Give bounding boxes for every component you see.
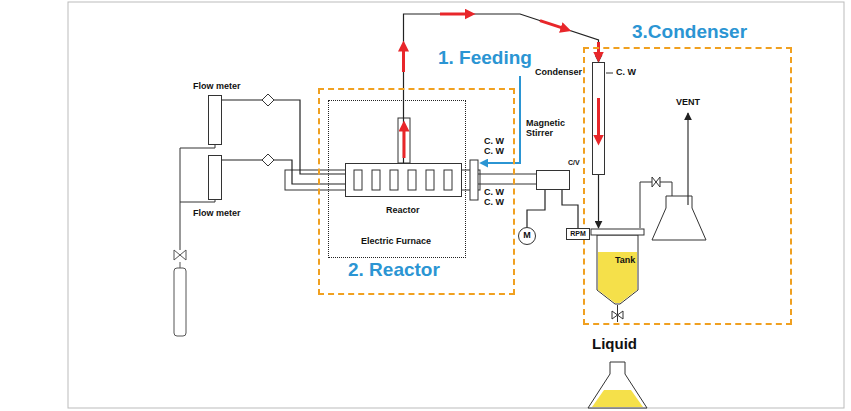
node-label: Magnetic Stirrer (526, 119, 574, 139)
reactor-window (408, 170, 416, 190)
gas-cylinder (180, 262, 181, 268)
reactor-body (346, 164, 463, 198)
vent-flask (652, 196, 706, 240)
reactor-window (390, 170, 398, 190)
vent-arrow (687, 113, 688, 205)
callout-label: C. W (484, 147, 504, 157)
pipe-line (562, 190, 578, 228)
liquid-flask (588, 362, 647, 408)
flow-arrow (597, 98, 600, 140)
tank-vessel (590, 228, 645, 305)
flow-arrow (597, 42, 600, 57)
gas-cylinder (174, 268, 186, 336)
tank-outlet (617, 305, 618, 322)
node-label: Condenser (535, 68, 582, 78)
node-label: 2. Reactor (348, 260, 440, 281)
tank-outlet (617, 305, 618, 322)
reactor-tube (478, 184, 536, 185)
flow-arrow (402, 46, 405, 72)
node-label: Flow meter (193, 82, 241, 92)
gas-cylinder (174, 250, 186, 260)
callout-label: 1. Feeding (438, 48, 532, 69)
node-label: Electric Furnace (361, 237, 431, 247)
liquid-flask (588, 362, 647, 408)
tank-liquid (598, 252, 637, 303)
leader-line (606, 73, 613, 74)
tank-lid (591, 229, 644, 235)
flow-arrow (403, 126, 406, 158)
reactor-tube (285, 160, 536, 200)
flow-arrow (540, 21, 566, 30)
flow-meter: Flow meter (208, 95, 222, 145)
vent-flask (652, 196, 706, 240)
page-frame (68, 2, 844, 408)
reactor-tube (478, 174, 536, 175)
flow-arrow (440, 13, 470, 16)
pipe-line (598, 175, 599, 228)
page-frame (68, 2, 844, 408)
node-label: Tank (615, 256, 635, 266)
gas-cylinder (174, 250, 186, 336)
pipe-line (527, 190, 545, 227)
vent-arrow (687, 113, 688, 205)
furnace-box: Electric Furnace Reactor (328, 100, 466, 258)
callout-label: C. W (484, 198, 504, 208)
process-zone: 3.CondenserCondenserTank (583, 47, 792, 325)
node-label: Reactor (386, 206, 420, 216)
reactor-window (444, 170, 452, 190)
pipe-line (222, 100, 345, 174)
valve (612, 311, 623, 319)
callout-label: VENT (676, 98, 700, 108)
check-valve (262, 94, 274, 166)
flow-meter: Flow meter (208, 155, 222, 200)
callout-label: C/V (568, 159, 580, 167)
valve (652, 177, 660, 187)
stirrer-box: Magnetic Stirrer (536, 170, 570, 190)
reactor-window (372, 170, 380, 190)
flow-arrow (404, 14, 599, 158)
motor-symbol: M (518, 227, 536, 245)
leader-line (606, 73, 613, 74)
callout-label: Liquid (592, 336, 637, 353)
tank-vessel: Tank (590, 228, 645, 305)
check-valve (262, 94, 274, 106)
node-label: RPM (570, 230, 586, 238)
node-label: 3.Condenser (632, 22, 747, 43)
check-valve (262, 154, 274, 166)
callout-label: C. W (484, 188, 504, 198)
callout-label: C. W (616, 68, 636, 78)
callout-label: C. W (484, 137, 504, 147)
node-label: M (523, 231, 531, 241)
reactor-body: Reactor (345, 163, 462, 197)
liquid-flask (592, 390, 643, 407)
rpm-box: RPM (566, 228, 590, 240)
reactor-window (426, 170, 434, 190)
node-label: Flow meter (193, 209, 241, 219)
reactor-tube (470, 160, 478, 200)
reactor-window (354, 170, 362, 190)
pipe-line (222, 160, 345, 184)
condenser-column: Condenser (592, 62, 605, 175)
tank-body (597, 235, 638, 304)
